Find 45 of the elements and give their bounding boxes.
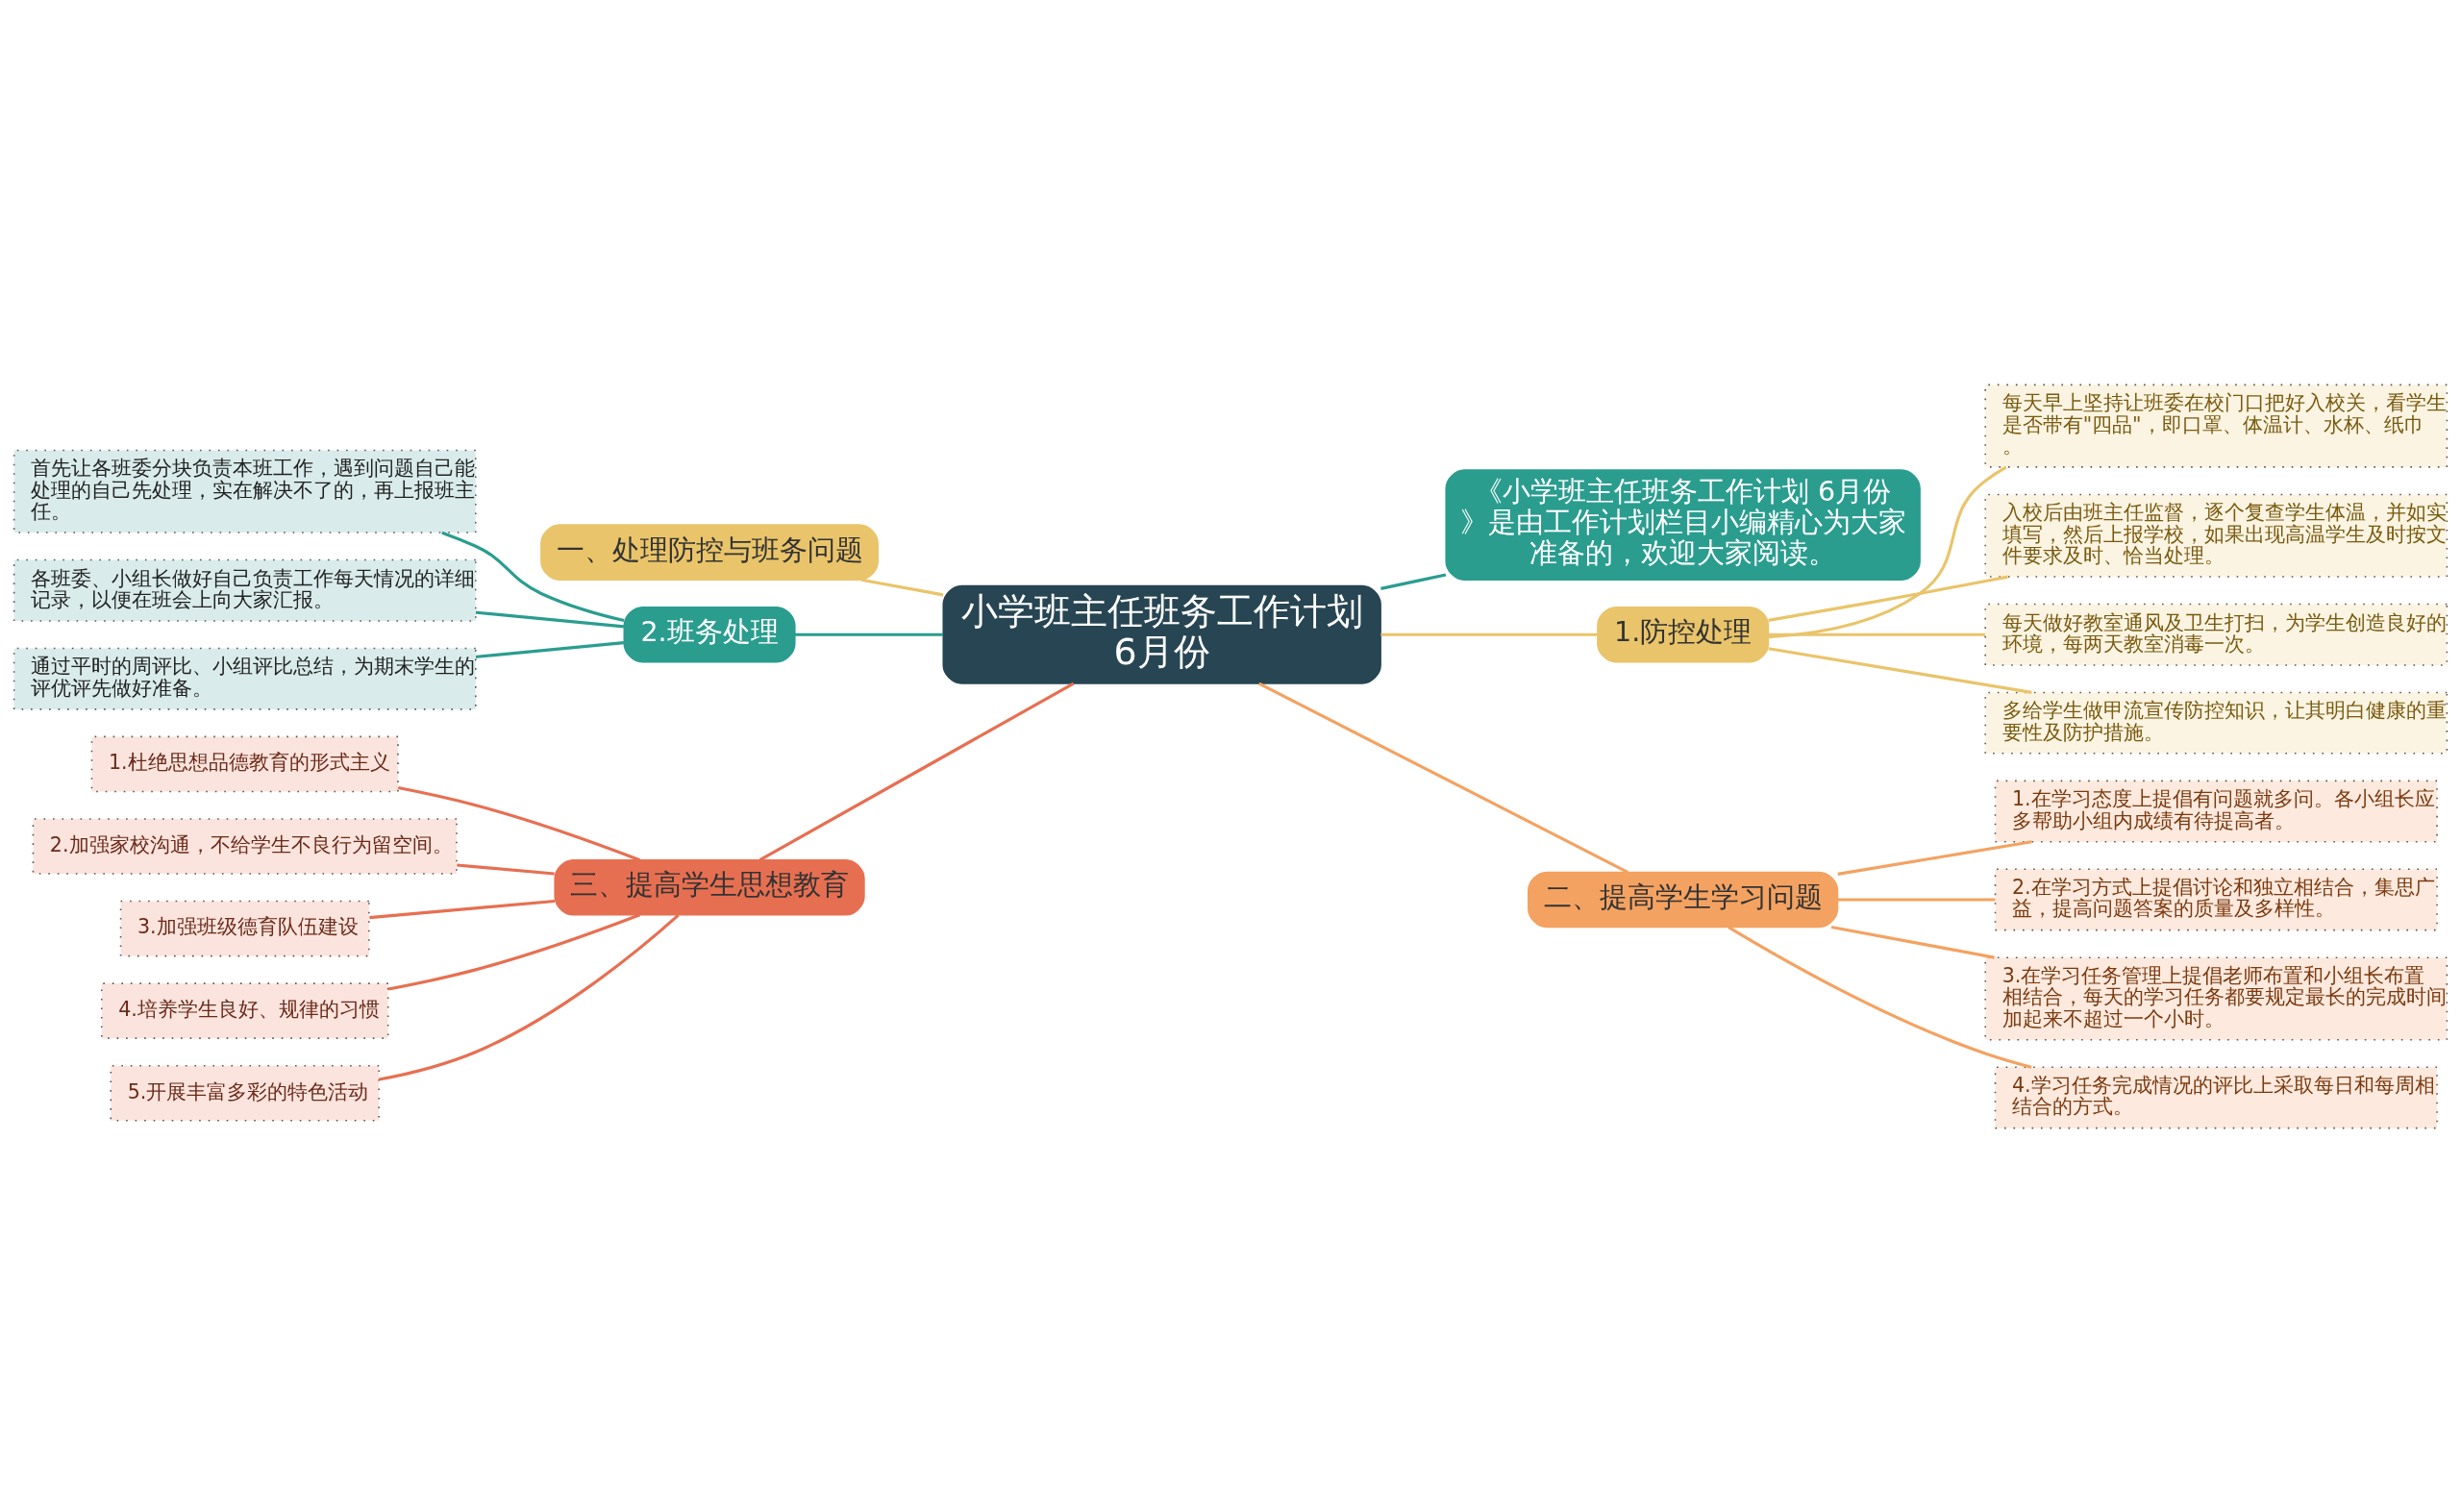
node-box: 2.在学习方式上提倡讨论和独立相结合，集思广益，提高问题答案的质量及多样性。 [1994, 868, 2438, 930]
connector [1768, 575, 2008, 622]
connector [1728, 925, 2032, 1069]
connector [475, 640, 625, 658]
node-box: 各班委、小组长做好自己负责工作每天情况的详细记录，以便在班会上向大家汇报。 [12, 558, 477, 622]
connector [758, 682, 1075, 861]
node-box: 小学班主任班务工作计划 6月份 [942, 584, 1381, 684]
node-box: 三、提高学生思想教育 [554, 858, 865, 916]
connector [795, 632, 944, 636]
node-box: 2.加强家校沟通，不给学生不良行为留空间。 [32, 817, 458, 875]
node-box: 4.学习任务完成情况的评比上采取每日和每周相结合的方式。 [1994, 1066, 2438, 1128]
node-box: 2.班务处理 [623, 606, 796, 663]
node-box: 二、提高学生学习问题 [1528, 871, 1839, 928]
connector [1768, 465, 2007, 638]
node-box: 1.防控处理 [1597, 606, 1770, 663]
node-box: 每天早上坚持让班委在校门口把好入校关，看学生是否带有"四品"，即口罩、体温计、水杯、纸巾。 [1984, 384, 2449, 468]
node-box: 3.在学习任务管理上提倡老师布置和小组长布置相结合，每天的学习任务都要规定最长的完成时间加起来不超过一个小时。 [1984, 955, 2449, 1041]
connector [369, 899, 556, 919]
connector [1380, 632, 1598, 636]
node-box: 每天做好教室通风及卫生打扫，为学生创造良好的环境，每两天教室消毒一次。 [1984, 603, 2449, 666]
node-box: 4.培养学生良好、规律的习惯 [100, 981, 389, 1039]
connector [860, 578, 944, 596]
node-box: 5.开展丰富多彩的特色活动 [110, 1064, 380, 1122]
connector [441, 531, 625, 622]
node-box: 1.在学习态度上提倡有问题就多问。各小组长应多帮助小组内成绩有待提高者。 [1994, 780, 2438, 843]
node-box: 首先让各班委分块负责本班工作，遇到问题自己能处理的自己先处理，实在解决不了的，再上报班主任。 [12, 449, 477, 533]
connector [1768, 646, 2032, 694]
node-box: 《小学班主任班务工作计划 6月份》是由工作计划栏目小编精心为大家准备的，欢迎大家阅读。 [1445, 468, 1921, 581]
connector [397, 785, 641, 861]
connector [1830, 925, 1995, 959]
node-box: 1.杜绝思想品德教育的形式主义 [90, 735, 399, 792]
connector [1258, 682, 1628, 874]
connector [1768, 632, 1985, 636]
node-box: 多给学生做甲流宣传防控知识，让其明白健康的重要性及防护措施。 [1984, 691, 2449, 755]
node-box: 3.加强班级德育队伍建设 [119, 900, 370, 956]
connector [378, 913, 680, 1081]
connector [1837, 839, 2032, 876]
node-box: 入校后由班主任监督，逐个复查学生体温，并如实填写，然后上报学校，如果出现高温学生及时按文件要求及时、恰当处理。 [1984, 493, 2449, 578]
connector [387, 912, 641, 991]
connector [457, 862, 555, 876]
node-box: 一、处理防控与班务问题 [540, 523, 879, 581]
connector [1380, 572, 1447, 590]
connector [475, 610, 625, 628]
node-box: 通过平时的周评比、小组评比总结，为期末学生的评优评先做好准备。 [12, 647, 477, 710]
connector [1837, 897, 1996, 902]
